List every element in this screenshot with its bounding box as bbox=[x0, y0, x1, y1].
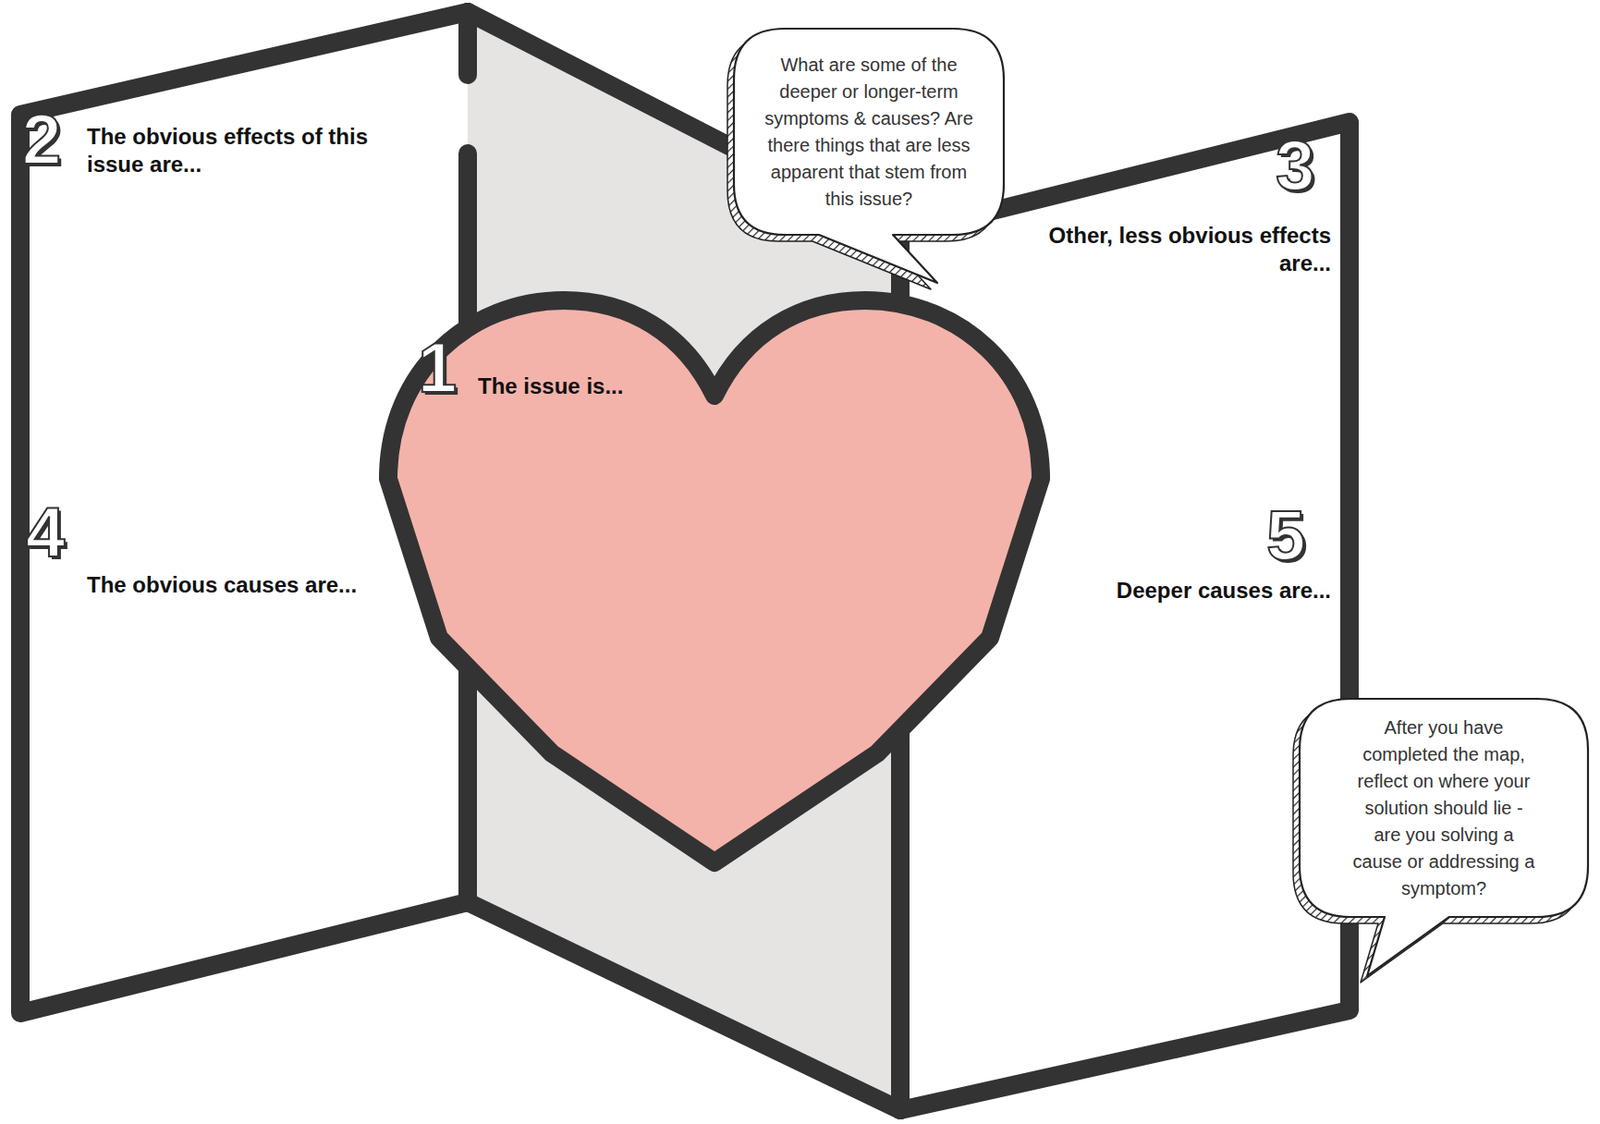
callout-number: 2 bbox=[22, 104, 62, 175]
callout-number: 5 bbox=[1266, 500, 1306, 571]
prompt-text: After you have completed the map, reflec… bbox=[1350, 714, 1538, 903]
panel-border bbox=[900, 122, 1350, 1111]
callout-number: 4 bbox=[25, 497, 65, 568]
bubble-outline bbox=[1299, 698, 1588, 977]
speech-bubble: After you have completed the map, reflec… bbox=[1292, 696, 1596, 986]
fold-line bbox=[458, 12, 477, 75]
section-heading: The obvious effects of this issue are... bbox=[86, 122, 392, 179]
speech-bubble: What are some of the deeper or longer-te… bbox=[726, 26, 1010, 293]
callout-number: 3 bbox=[1275, 130, 1315, 201]
heart-shape: The issue is... bbox=[377, 288, 1052, 875]
panel-fill bbox=[900, 122, 1350, 1111]
panel-edge bbox=[467, 902, 901, 1111]
prompt-text: What are some of the deeper or longer-te… bbox=[758, 51, 979, 213]
section-heading: Deeper causes are... bbox=[1016, 576, 1332, 605]
callout-number: 1 bbox=[417, 332, 457, 404]
fold-line bbox=[891, 233, 910, 1111]
section-heading: The obvious causes are... bbox=[86, 571, 392, 599]
section-heading: Other, less obvious effects are... bbox=[1016, 221, 1332, 278]
section-heading: The issue is... bbox=[477, 372, 756, 401]
